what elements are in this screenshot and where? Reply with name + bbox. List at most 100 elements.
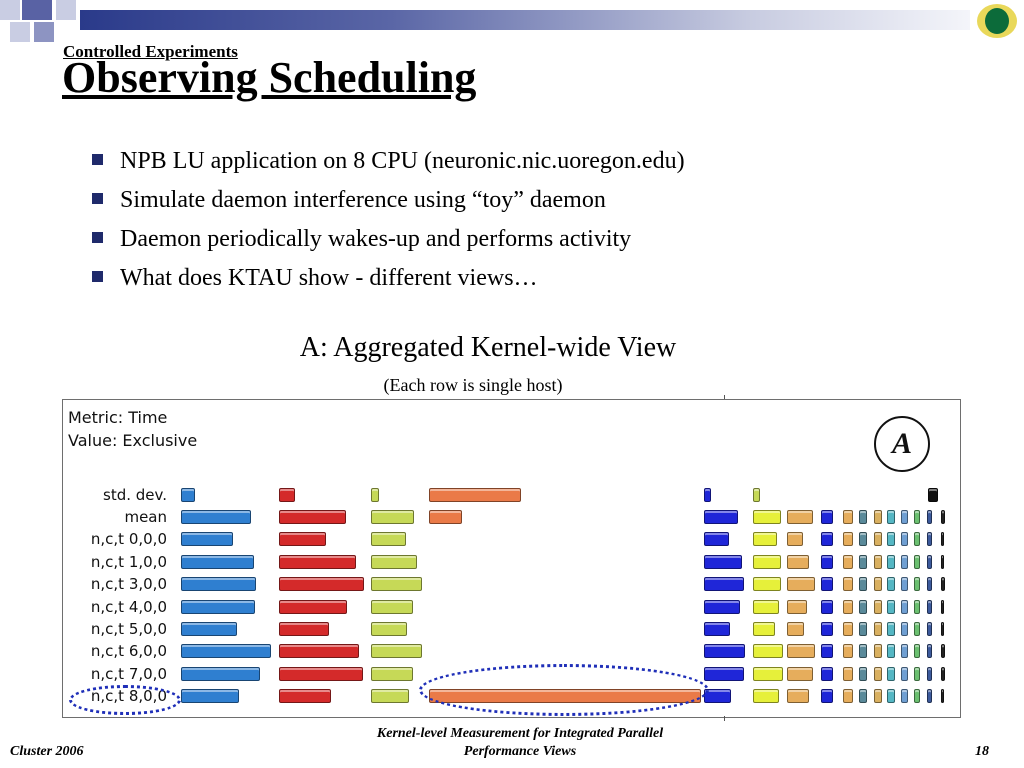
axis-tick xyxy=(724,395,725,401)
profile-bar xyxy=(821,622,833,636)
section-subtitle: Controlled Experiments xyxy=(63,42,238,61)
profile-bar xyxy=(859,555,867,569)
profile-bar xyxy=(787,532,803,546)
profile-bar xyxy=(914,510,920,524)
square-bullet-icon xyxy=(92,154,103,165)
profile-bar xyxy=(181,510,251,524)
profile-bar xyxy=(753,577,781,591)
profile-bar xyxy=(859,622,867,636)
profile-bar xyxy=(704,488,711,502)
profile-bar xyxy=(279,644,359,658)
university-logo-icon xyxy=(977,4,1017,38)
header-gradient-band xyxy=(80,10,970,30)
profile-bar xyxy=(901,555,908,569)
profile-bar xyxy=(787,689,809,703)
profile-bar xyxy=(874,600,882,614)
profile-bar xyxy=(859,577,867,591)
view-badge: A xyxy=(874,416,930,472)
figure-caption: A: Aggregated Kernel-wide View xyxy=(299,332,677,363)
profile-bar xyxy=(914,689,920,703)
profile-bar xyxy=(901,510,908,524)
profile-bar xyxy=(753,689,779,703)
highlight-ellipse xyxy=(69,685,181,715)
profile-bar xyxy=(859,510,867,524)
profile-bar xyxy=(843,577,853,591)
profile-bar xyxy=(821,577,833,591)
axis-tick xyxy=(724,716,725,721)
profile-bar xyxy=(821,555,833,569)
profile-bar xyxy=(787,555,809,569)
profile-bar xyxy=(859,532,867,546)
profile-bar xyxy=(371,488,379,502)
row-label: std. dev. xyxy=(103,486,167,504)
profile-bar xyxy=(753,644,783,658)
profile-bar xyxy=(941,667,945,681)
profile-bar xyxy=(371,532,406,546)
profile-bar xyxy=(901,667,908,681)
profile-bar xyxy=(787,644,815,658)
profile-bar xyxy=(704,510,738,524)
profile-bar xyxy=(874,689,882,703)
profile-bar xyxy=(181,644,271,658)
profile-bar xyxy=(787,577,815,591)
profile-bar xyxy=(843,622,853,636)
profile-bar xyxy=(874,622,882,636)
profile-bar xyxy=(928,488,938,502)
profile-bar xyxy=(181,488,195,502)
profile-bar xyxy=(371,644,422,658)
profile-bar xyxy=(887,644,895,658)
square-bullet-icon xyxy=(92,232,103,243)
header-square-decoration xyxy=(34,22,54,42)
profile-bar xyxy=(914,555,920,569)
row-label: n,c,t 5,0,0 xyxy=(90,620,167,638)
profile-bar xyxy=(927,532,932,546)
profile-bar xyxy=(704,667,744,681)
profile-bar xyxy=(181,667,260,681)
profile-bar xyxy=(927,644,932,658)
profile-bar xyxy=(429,488,521,502)
bullet-list: NPB LU application on 8 CPU (neuronic.ni… xyxy=(90,142,685,298)
highlight-ellipse xyxy=(419,664,709,716)
row-label: n,c,t 1,0,0 xyxy=(90,553,167,571)
profile-bar xyxy=(704,577,744,591)
profile-bar xyxy=(279,510,346,524)
profile-bar xyxy=(371,555,417,569)
profile-bar xyxy=(843,510,853,524)
profile-bar xyxy=(927,555,932,569)
square-bullet-icon xyxy=(92,271,103,282)
footer-conference: Cluster 2006 xyxy=(10,744,84,759)
profile-bar xyxy=(941,577,945,591)
profile-bar xyxy=(941,622,944,636)
slide-title: Observing Scheduling xyxy=(62,53,477,102)
profile-bar xyxy=(181,577,256,591)
profile-bar xyxy=(371,510,414,524)
profile-bar xyxy=(927,600,932,614)
header-square-decoration xyxy=(22,0,52,20)
profile-bar xyxy=(753,510,781,524)
bullet-item: Simulate daemon interference using “toy”… xyxy=(90,181,685,220)
profile-bar xyxy=(874,555,882,569)
header-square-decoration xyxy=(56,0,76,20)
profile-bar xyxy=(914,667,920,681)
row-label: n,c,t 4,0,0 xyxy=(90,598,167,616)
profile-bar xyxy=(821,667,833,681)
profile-bar xyxy=(279,689,331,703)
profile-bar xyxy=(279,555,356,569)
profile-bar xyxy=(887,622,895,636)
profile-bar xyxy=(874,532,882,546)
profile-bar xyxy=(887,600,895,614)
profile-bar xyxy=(901,600,908,614)
profile-bar xyxy=(371,689,409,703)
profile-bar xyxy=(753,622,775,636)
profile-bar xyxy=(887,532,895,546)
profile-bar xyxy=(901,689,908,703)
profile-bar xyxy=(941,555,944,569)
ktau-profile-figure: Metric: Time Value: Exclusive A std. dev… xyxy=(62,399,961,718)
row-label: n,c,t 3,0,0 xyxy=(90,575,167,593)
profile-bar xyxy=(941,510,945,524)
profile-bar xyxy=(859,600,867,614)
profile-bar xyxy=(859,667,867,681)
profile-bar xyxy=(181,689,239,703)
profile-bar xyxy=(843,555,853,569)
profile-bar xyxy=(821,644,833,658)
